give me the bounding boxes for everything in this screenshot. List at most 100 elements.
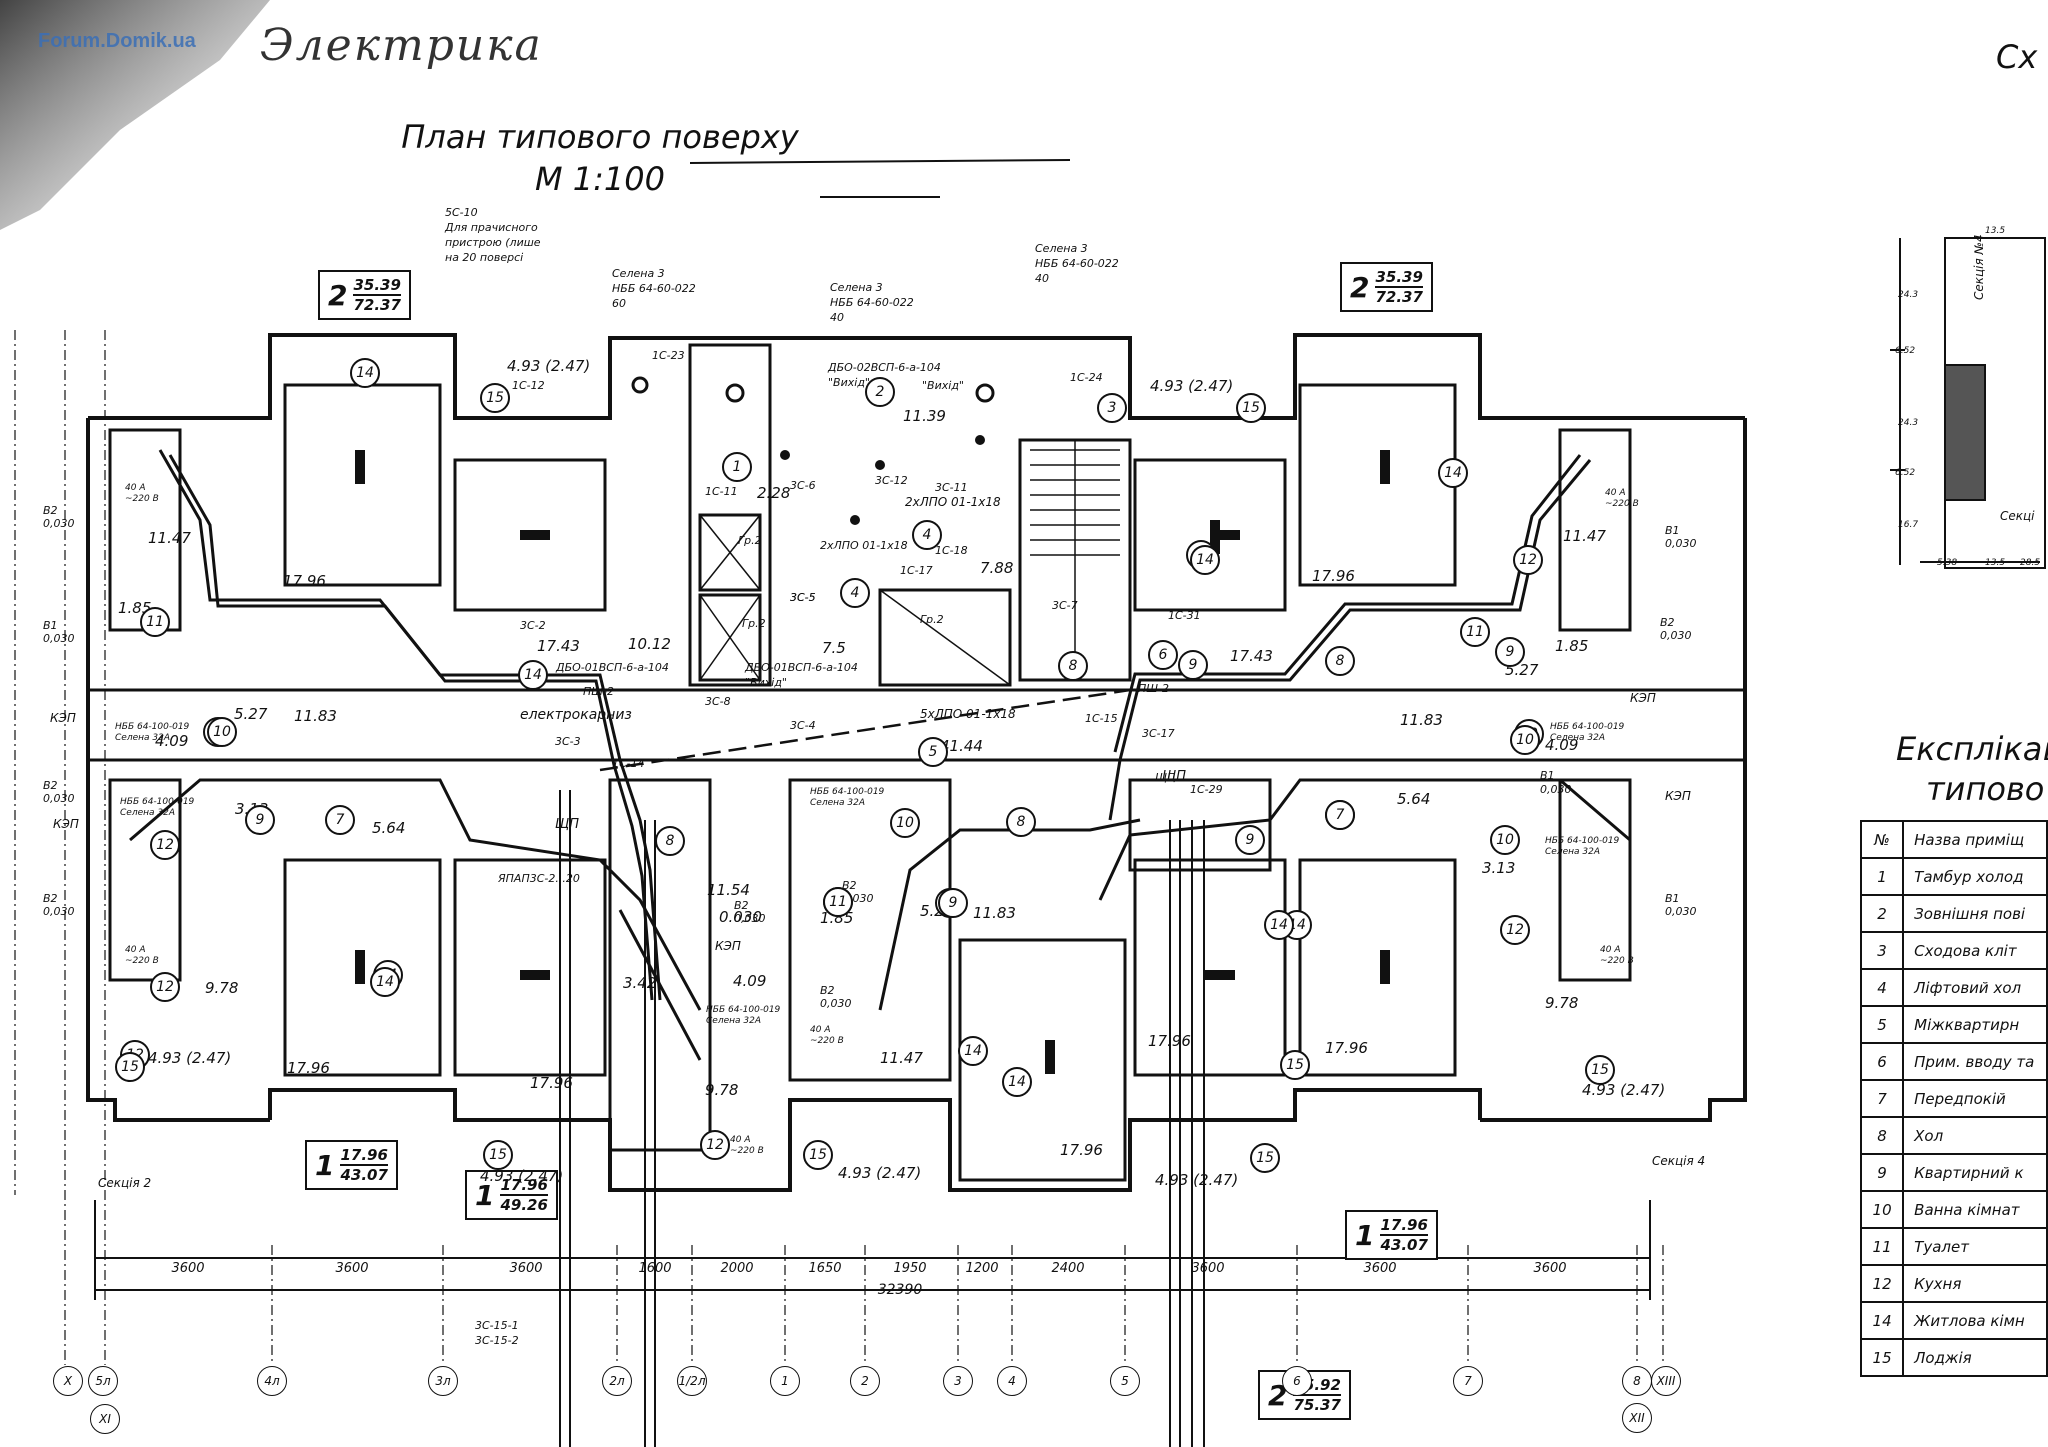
room-number: 11 [1460,617,1490,647]
room-area: 17.96 [1312,567,1355,585]
valve-label: 0,030 [1665,537,1697,550]
room-area: 4.93 (2.47) [838,1164,922,1182]
key-plan-dim: 6.52 [1895,346,1916,356]
dimension: 3600 [1191,1261,1225,1276]
annotation-socket: ~220 В [1605,499,1639,509]
valve-label: 0,030 [43,632,75,645]
apartment-rooms: 2 [328,278,348,312]
room-area: 17.96 [283,572,326,590]
room-area: 4.09 [733,972,767,990]
legend-row-num: 5 [1859,1005,1905,1044]
room-number: 15 [480,383,510,413]
annotation-dbo: ДБО-01ВСП-6-а-104 [556,661,669,674]
room-number: 14 [1438,458,1468,488]
annotation-nbb: НББ 64-100-019 [120,797,195,807]
circuit-label: 3С-5 [790,591,816,604]
annotation-nbb: НББ 64-100-019 [115,722,190,732]
annotation-dbo: ДБО-01ВСП-6-а-104 [745,661,858,674]
dimension: 3600 [509,1261,543,1276]
room-area: 4.09 [155,732,189,750]
annotation-nbb: НББ 64-100-019 [706,1005,781,1015]
key-plan-dim: 24.3 [1898,290,1919,300]
room-number: 10 [1510,725,1540,755]
room-area: 11.54 [707,881,750,899]
annotation-kep: КЭП [1665,789,1691,803]
room-number: 4 [840,578,870,608]
room-number: 12 [1500,915,1530,945]
axis-marker: 5 [1110,1366,1140,1396]
legend-row-num: 4 [1859,968,1905,1007]
room-area: 5.64 [1397,790,1431,808]
circuit-label: 1С-14 [612,757,645,770]
apartment-rooms: 1 [1355,1218,1375,1252]
valve-label: 0,030 [734,912,766,925]
room-area: 4.93 (2.47) [1155,1171,1239,1189]
annotation-nbb: Селена 32А [115,733,170,743]
valve-label: 0,030 [43,792,75,805]
room-area: 17.96 [287,1059,330,1077]
total-area: 43.07 [340,1166,388,1184]
room-number: 12 [1513,545,1543,575]
room-number: 2 [865,377,895,407]
emergency-light-line-2 [599,688,1131,772]
annotation-nbb: Селена 32А [1550,733,1605,743]
apartment-rooms: 2 [1350,270,1370,304]
room-area: 4.93 (2.47) [480,1167,564,1185]
valve-label: 0,030 [1540,783,1572,796]
annotation-nbb: НББ 64-100-019 [810,787,885,797]
legend-row-name: Сходова кліт [1902,931,2048,970]
room-area: 11.39 [903,407,946,425]
annotation-selena: 60 [612,297,626,310]
room-area: 11.47 [880,1049,923,1067]
axis-marker: 4 [997,1366,1027,1396]
annotation-selena: НББ 64-60-022 [1035,257,1119,270]
room-number: 9 [1495,637,1525,667]
key-plan-dim: 28.5 [2020,558,2041,568]
room-area: 11.47 [1563,527,1606,545]
dimension: 3600 [335,1261,369,1276]
room-area: 17.96 [1148,1032,1191,1050]
legend-row-name: Прим. вводу та [1902,1042,2048,1081]
room-number: 12 [700,1130,730,1160]
axis-marker: 1/2л [677,1366,707,1396]
legend-row-name: Передпокій [1902,1079,2048,1118]
annotation-lpo: 2хЛПО 01-1х18 [905,495,1001,509]
annotation-dbo: ДБО-02ВСП-6-а-104 [828,361,941,374]
room-number: 8 [655,826,685,856]
living-area: 17.96 [340,1146,388,1166]
annotation-nbb: Селена 32А [810,798,865,808]
valve-label: В1 [1665,892,1680,905]
room-area: 4.93 (2.47) [1582,1081,1666,1099]
circuit-label: 1С-29 [1190,783,1223,796]
annotation-yapap: ЯПАП3С-2...20 [498,872,580,885]
key-plan-dim: 5.38 [1937,558,1958,568]
circuit-label: ЩП [1155,771,1176,784]
axis-lines [14,330,1664,1365]
valve-label: 0,030 [1660,629,1692,642]
room-area: 7.88 [980,559,1014,577]
legend-row-name: Лоджія [1902,1338,2048,1377]
annotation-group: Гр.2 [920,613,944,626]
room-number: 9 [1235,825,1265,855]
annotation-selena: НББ 64-60-022 [830,296,914,309]
circuit-label: 1С-15 [1085,712,1118,725]
room-number: 9 [938,888,968,918]
room-area: 4.09 [1545,736,1579,754]
legend-row-name: Тамбур холод [1902,857,2048,896]
room-area: 3.42 [623,974,657,992]
legend-header-num: № [1859,820,1905,859]
legend-row-num: 9 [1859,1153,1905,1192]
legend-header-row: № Назва приміщ [1859,820,2048,859]
